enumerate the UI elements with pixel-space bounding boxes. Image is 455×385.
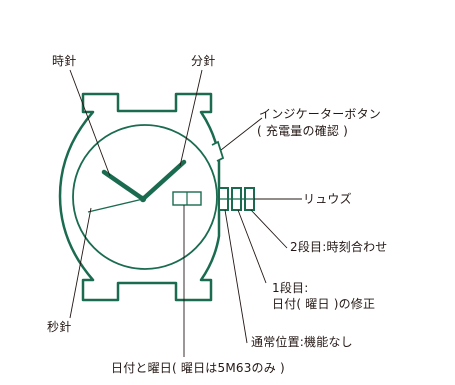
date-day-label: 日付と曜日( 曜日は5M63のみ ) <box>111 361 285 375</box>
minute-hand-label: 分針 <box>191 54 216 68</box>
crown-label: リュウズ <box>303 192 352 206</box>
crown <box>218 187 255 211</box>
leader-lines <box>69 69 302 357</box>
watch-case <box>58 92 221 302</box>
indicator-button <box>211 140 225 162</box>
position2-label: 2段目:時刻合わせ <box>290 240 388 254</box>
position1-detail-label: 日付( 曜日 )の修正 <box>272 297 376 311</box>
position1-label: 1段目: <box>272 281 309 295</box>
second-hand <box>87 198 144 213</box>
normal-position-label: 通常位置:機能なし <box>251 335 353 349</box>
second-hand-label: 秒針 <box>47 320 72 334</box>
watch-dial <box>72 124 218 270</box>
minute-hand <box>140 159 187 202</box>
indicator-button-label: インジケーターボタン <box>259 107 382 121</box>
indicator-note-label: ( 充電量の確認 ) <box>257 124 348 138</box>
center-pin <box>139 195 147 203</box>
hour-hand-label: 時針 <box>52 54 77 68</box>
hour-hand <box>101 169 146 202</box>
